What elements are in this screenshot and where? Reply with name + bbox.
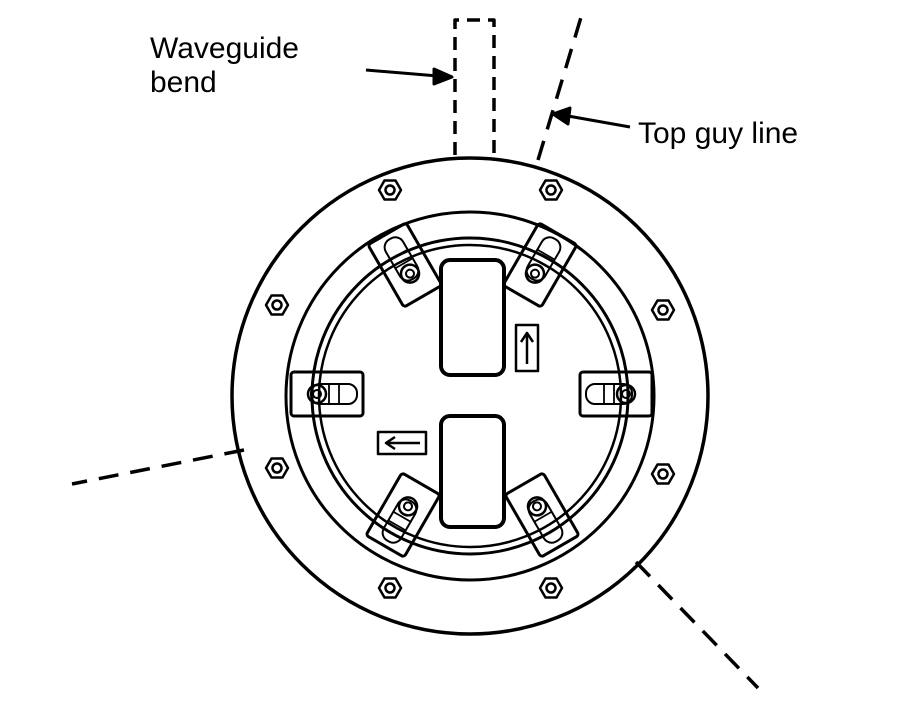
clamp-bottom-right (504, 472, 580, 558)
upper-waveguide-port (439, 258, 506, 377)
clamp-right (578, 370, 654, 418)
waveguide-bend-outline (453, 18, 496, 155)
clamp-top-left (367, 222, 443, 308)
rim-bolts (264, 179, 676, 599)
clamp-left (289, 370, 365, 418)
vertical-arrow-indicator (514, 323, 540, 373)
flange-inner-ring-1 (284, 210, 656, 582)
waveguide-bend-label-line2: bend (150, 65, 217, 99)
bottom-right-guy-line (634, 560, 760, 690)
guy-arrowhead (551, 106, 572, 126)
flange-outer-rim (230, 156, 710, 636)
horizontal-arrow-indicator (376, 430, 428, 456)
clamp-top-right (502, 222, 578, 308)
top-guy-line-label: Top guy line (638, 117, 799, 150)
clamp-bottom-left (365, 472, 441, 558)
waveguide-bend-label: Waveguide bend (150, 32, 299, 99)
waveguide-arrowhead (432, 67, 454, 86)
waveguide-leader-line (365, 68, 439, 78)
guy-leader-line (567, 114, 631, 129)
lower-waveguide-port (439, 414, 506, 529)
left-guy-line (71, 448, 245, 486)
flange-inner-ring-3 (317, 243, 623, 549)
waveguide-bend-label-line1: Waveguide (150, 32, 299, 65)
top-guy-line (536, 13, 584, 161)
